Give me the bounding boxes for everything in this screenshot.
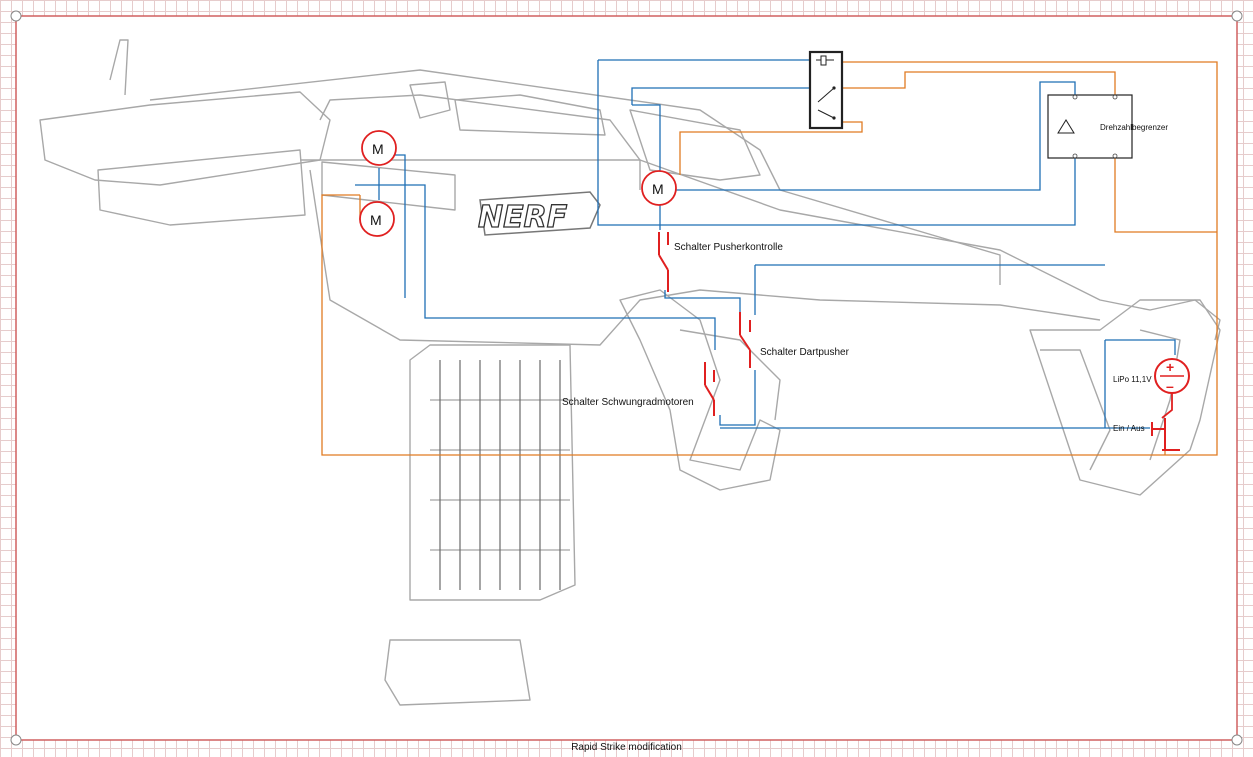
- speed-limiter-label: Drehzahlbegrenzer: [1100, 123, 1168, 132]
- nerf-logo: NERF: [477, 191, 601, 236]
- relay: [808, 50, 844, 130]
- motor-1[interactable]: M: [361, 130, 397, 166]
- power-switch-symbol[interactable]: [1151, 418, 1180, 451]
- resize-handle-top-right[interactable]: [1231, 10, 1243, 22]
- motor-symbol: M: [370, 212, 382, 228]
- battery-label: LiPo 11,1V: [1113, 375, 1152, 384]
- motor-symbol: M: [372, 141, 384, 157]
- resize-handle-bottom-left[interactable]: [10, 734, 22, 746]
- resize-handle-bottom-right[interactable]: [1231, 734, 1243, 746]
- nerf-logo-text: NERF: [478, 200, 568, 235]
- orange-wires: [321, 61, 1218, 456]
- motor-2[interactable]: M: [359, 201, 395, 237]
- page-frame: [10, 10, 1243, 746]
- power-switch-label: Ein / Aus: [1113, 424, 1145, 433]
- switch-pusher-control-symbol[interactable]: [658, 232, 669, 292]
- resize-handle-top-left[interactable]: [10, 10, 22, 22]
- switch-dartpusher-symbol[interactable]: [739, 312, 751, 368]
- blue-wires: [355, 59, 1176, 429]
- speed-limiter: Drehzahlbegrenzer: [1047, 94, 1168, 159]
- switch-pusher-control-label: Schalter Pusherkontrolle: [674, 242, 783, 253]
- switch-dartpusher-label: Schalter Dartpusher: [760, 347, 850, 358]
- motor-symbol: M: [652, 181, 664, 197]
- switch-flywheel-label: Schalter Schwungradmotoren: [562, 397, 694, 408]
- diagram-caption: Rapid Strike modification: [571, 742, 682, 753]
- switch-flywheel-symbol[interactable]: [704, 362, 715, 416]
- battery-minus-sign: –: [1166, 378, 1174, 394]
- motor-3[interactable]: M: [641, 170, 677, 206]
- lipo-battery: + –: [1154, 358, 1190, 419]
- battery-plus-sign: +: [1166, 359, 1174, 375]
